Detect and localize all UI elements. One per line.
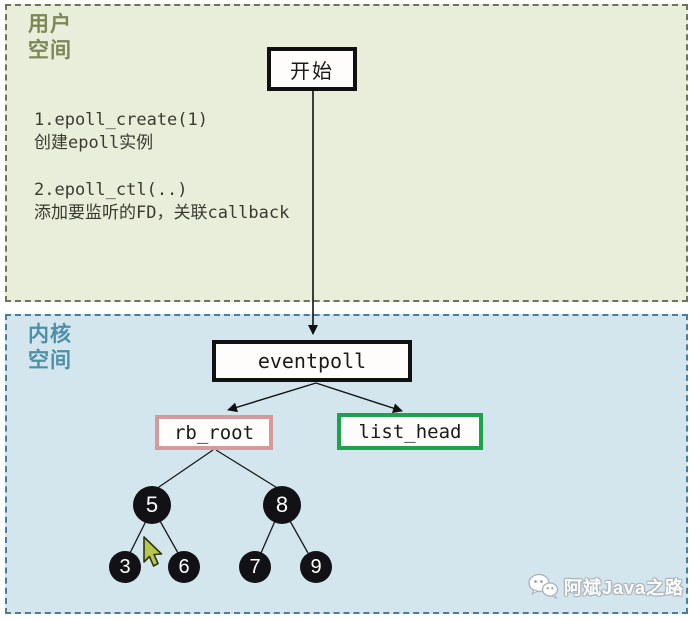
user-space-title-line1: 用户 <box>28 13 72 36</box>
tree-node-3-value: 3 <box>119 555 131 578</box>
tree-node-3: 3 <box>109 551 141 583</box>
tree-node-5-value: 5 <box>145 492 159 517</box>
eventpoll-box: eventpoll <box>212 340 412 382</box>
tree-node-7: 7 <box>239 551 271 583</box>
start-box: 开始 <box>267 47 357 91</box>
note-epoll-create: 1.epoll_create(1) 创建epoll实例 <box>34 109 289 155</box>
eventpoll-box-label: eventpoll <box>257 349 367 373</box>
start-box-label: 开始 <box>290 60 334 83</box>
kernel-space-title: 内核 空间 <box>28 322 72 374</box>
tree-node-6: 6 <box>168 551 200 583</box>
user-space-title: 用户 空间 <box>28 12 72 64</box>
watermark: 阿斌Java之路 <box>527 573 684 600</box>
user-space-notes: 1.epoll_create(1) 创建epoll实例 2.epoll_ctl(… <box>34 109 289 225</box>
note-epoll-create-line2: 创建epoll实例 <box>34 133 154 153</box>
tree-node-9-value: 9 <box>310 555 322 578</box>
watermark-text: 阿斌Java之路 <box>564 577 685 598</box>
list-head-box: list_head <box>337 413 483 450</box>
note-epoll-ctl: 2.epoll_ctl(..) 添加要监听的FD，关联callback <box>34 179 289 225</box>
list-head-box-label: list_head <box>358 420 462 443</box>
tree-node-7-value: 7 <box>249 555 261 578</box>
note-epoll-ctl-line1: 2.epoll_ctl(..) <box>34 180 188 200</box>
rb-root-box-label: rb_root <box>173 421 255 444</box>
wechat-icon <box>528 573 559 600</box>
user-space-title-line2: 空间 <box>28 39 72 62</box>
rb-root-box: rb_root <box>155 415 273 450</box>
note-epoll-create-line1: 1.epoll_create(1) <box>34 110 208 130</box>
tree-node-8: 8 <box>263 486 301 524</box>
tree-node-8-value: 8 <box>275 492 289 517</box>
tree-node-5: 5 <box>133 486 171 524</box>
kernel-space-title-line2: 空间 <box>28 349 72 372</box>
tree-node-9: 9 <box>300 551 332 583</box>
kernel-space-title-line1: 内核 <box>28 323 72 346</box>
note-epoll-ctl-line2: 添加要监听的FD，关联callback <box>34 203 290 223</box>
tree-node-6-value: 6 <box>178 555 190 578</box>
